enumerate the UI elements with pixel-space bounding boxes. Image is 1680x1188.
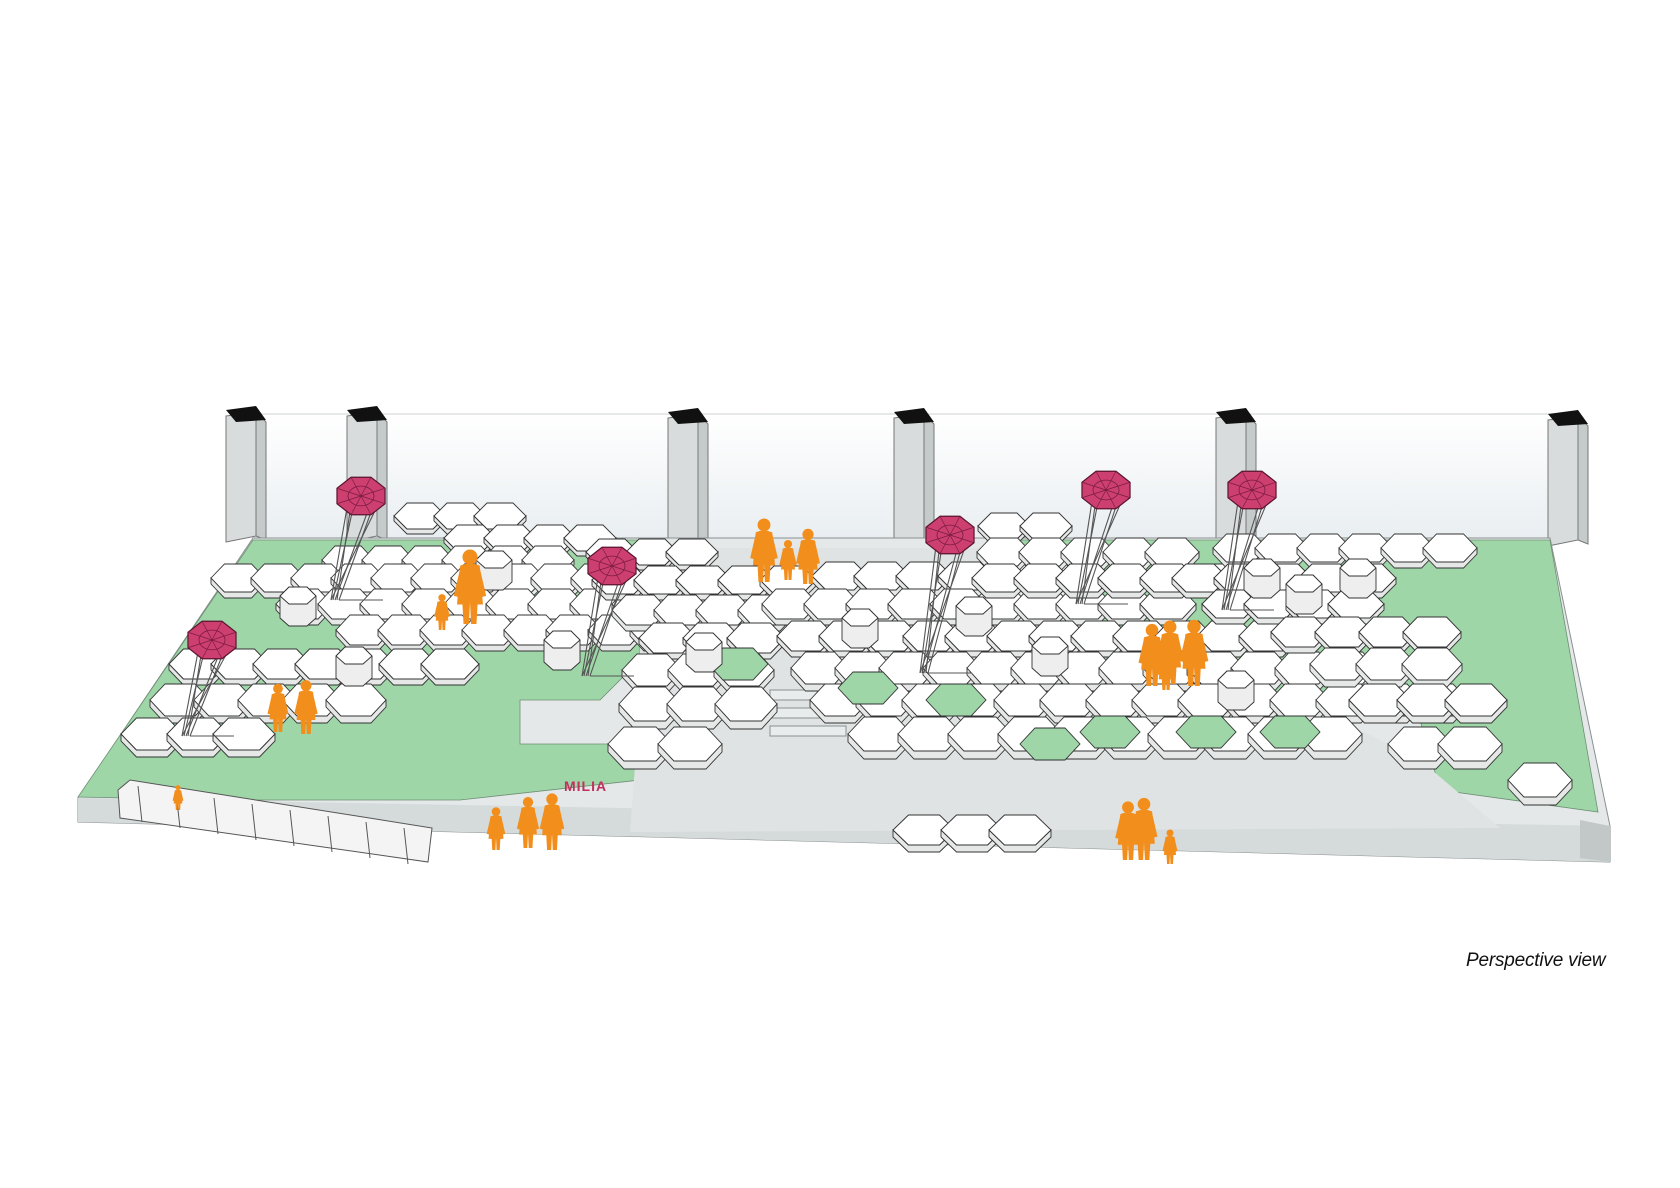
person-figure-icon [486, 807, 506, 850]
hex-tile-icon [1401, 647, 1463, 688]
hex-seat-icon [1285, 574, 1323, 615]
person-figure-icon [796, 528, 820, 584]
person-figure-icon [1157, 648, 1175, 690]
person-figure-icon [1179, 619, 1209, 686]
hex-seat-icon [1031, 636, 1069, 677]
hex-tile-icon [1387, 726, 1453, 770]
hex-seat-icon [1339, 558, 1377, 599]
hex-tile-icon [1259, 715, 1321, 749]
hex-tile-icon [1348, 683, 1412, 724]
person-figure-icon [294, 680, 318, 734]
pillar-icon [225, 406, 267, 543]
hex-tile-icon [714, 686, 778, 730]
hex-tile-icon [897, 716, 963, 760]
person-figure-icon [434, 594, 450, 630]
hex-tile-icon [1444, 683, 1508, 724]
canopy-structures [181, 470, 1277, 737]
hex-tile-icon [1422, 533, 1478, 569]
person-figure-icon [1162, 829, 1178, 864]
hex-tile-icon [988, 814, 1052, 853]
hex-seat-icon [335, 646, 373, 687]
canopy-icon [581, 546, 637, 677]
person-figure-icon [516, 796, 540, 848]
hex-tile-icon [419, 614, 477, 652]
hex-tile-icon [325, 683, 387, 724]
canopy-icon [1221, 470, 1277, 611]
canopy-icon [181, 620, 237, 737]
hex-tile-icon [947, 716, 1013, 760]
hex-seat-icon [279, 586, 317, 627]
hex-seat-icon [685, 632, 723, 673]
hex-tile-icon [607, 726, 673, 770]
hex-tile-icon [1380, 533, 1436, 569]
person-figure-icon [267, 683, 289, 732]
hex-tile-icon [665, 538, 719, 571]
entrance-ramp [117, 779, 433, 865]
hex-seat-icon [841, 608, 879, 649]
hex-seat-icon [1217, 670, 1255, 711]
hex-tile-icon [707, 647, 769, 681]
diagram-caption: Perspective view [1466, 950, 1606, 971]
person-figure-icon [172, 785, 184, 810]
people-figures [172, 518, 1209, 864]
hex-tile-icon [1507, 762, 1573, 806]
hex-seat-icon [1243, 558, 1281, 599]
person-figure-icon [779, 539, 797, 580]
hex-tile-icon [1175, 715, 1237, 749]
hex-seat-icon [955, 596, 993, 637]
hex-tile-icon [1396, 683, 1460, 724]
hex-tile-icon [212, 717, 276, 758]
hex-tile-icon [1437, 726, 1503, 770]
hex-tile-icon [1355, 647, 1417, 688]
person-figure-icon [1130, 797, 1158, 860]
canopy-icon [330, 476, 386, 601]
canopy-icon [1075, 470, 1131, 605]
pillar-icon [893, 408, 935, 545]
milia-sign: MILIA [564, 778, 607, 794]
person-figure-icon [539, 793, 565, 850]
hex-tile-icon [837, 671, 899, 705]
hex-tile-icon [925, 683, 987, 717]
hex-tile-icon [657, 726, 723, 770]
canopy-icon [919, 515, 975, 674]
person-figure-icon [453, 549, 487, 624]
hex-tile-icon [1055, 563, 1113, 599]
hex-seat-icon [543, 630, 581, 671]
pillar-icon [1547, 410, 1589, 547]
hex-tile-icon [420, 648, 480, 686]
pillar-icon [667, 408, 709, 545]
hex-tile-icon [1079, 715, 1141, 749]
hex-tile-icon [1019, 727, 1081, 761]
person-figure-icon [750, 518, 778, 582]
